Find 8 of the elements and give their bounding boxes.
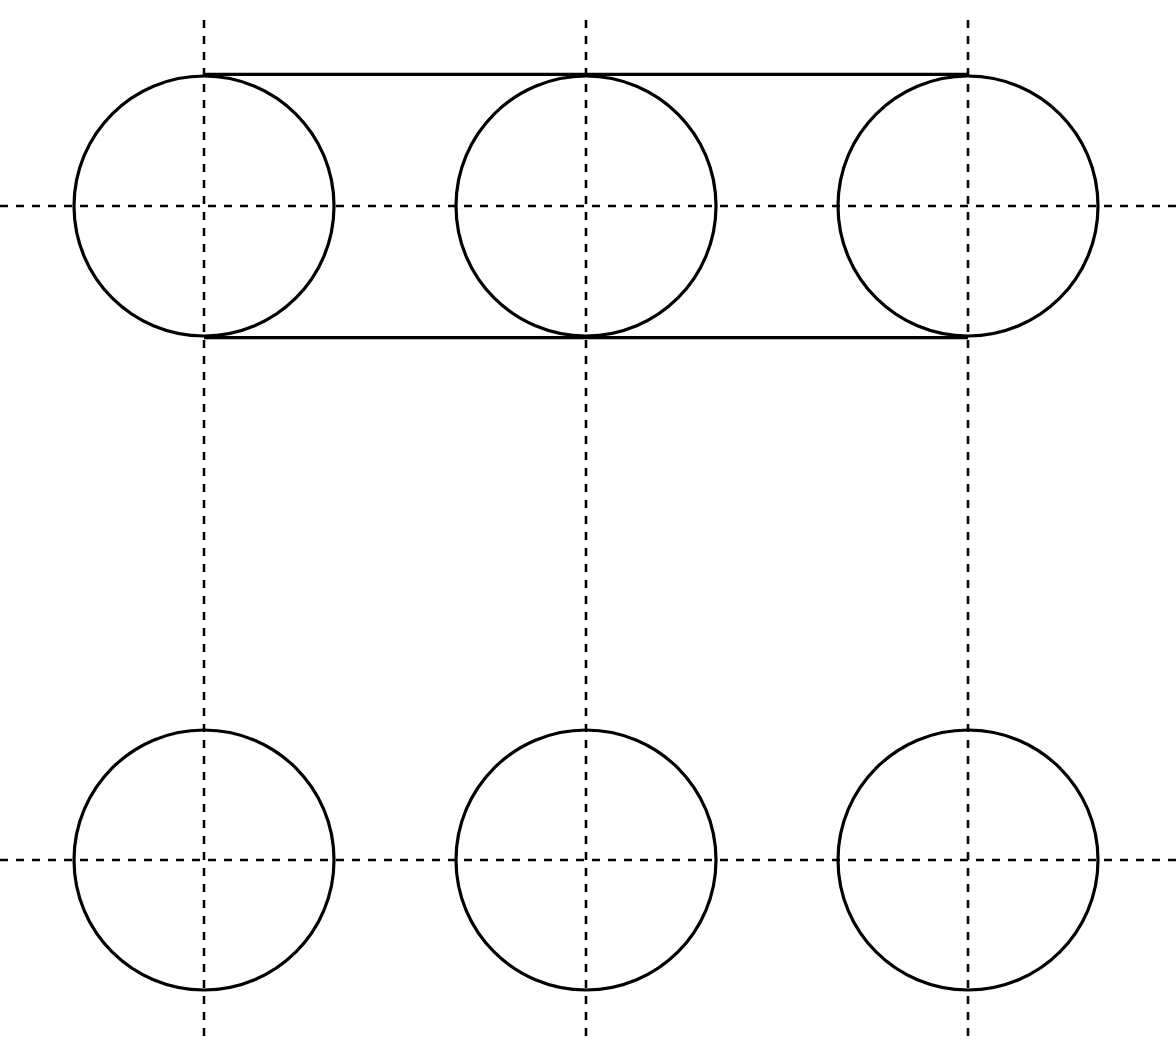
circle <box>72 728 336 992</box>
tangent-line <box>204 72 968 76</box>
circle <box>454 728 718 992</box>
tangent-line <box>204 336 968 340</box>
circle <box>836 74 1100 338</box>
circle <box>454 74 718 338</box>
circle <box>72 74 336 338</box>
circle <box>836 728 1100 992</box>
